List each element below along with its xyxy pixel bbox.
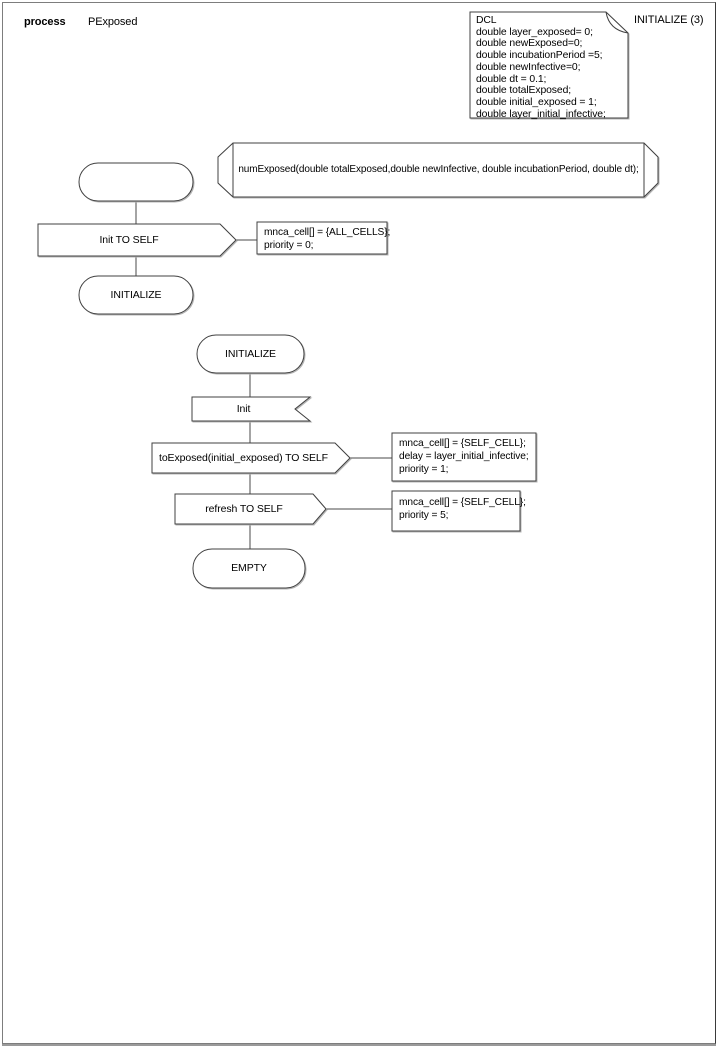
procedure-signature-shape bbox=[217, 142, 659, 198]
comment3-box bbox=[391, 490, 521, 532]
state-initialize2-shape bbox=[196, 334, 305, 374]
comment1-box bbox=[256, 221, 388, 255]
output-toexposed-shape bbox=[151, 442, 351, 474]
state-empty-shape bbox=[192, 548, 306, 589]
input-init-shape bbox=[191, 396, 312, 422]
state-initialize-shape bbox=[78, 275, 194, 315]
output-refresh-shape bbox=[174, 493, 327, 525]
start-state-shape bbox=[78, 162, 194, 202]
dcl-note-shape bbox=[469, 11, 629, 119]
comment2-box bbox=[391, 432, 537, 482]
output-init-to-self-shape bbox=[37, 223, 237, 257]
dcl-note-fold-icon bbox=[605, 11, 629, 34]
